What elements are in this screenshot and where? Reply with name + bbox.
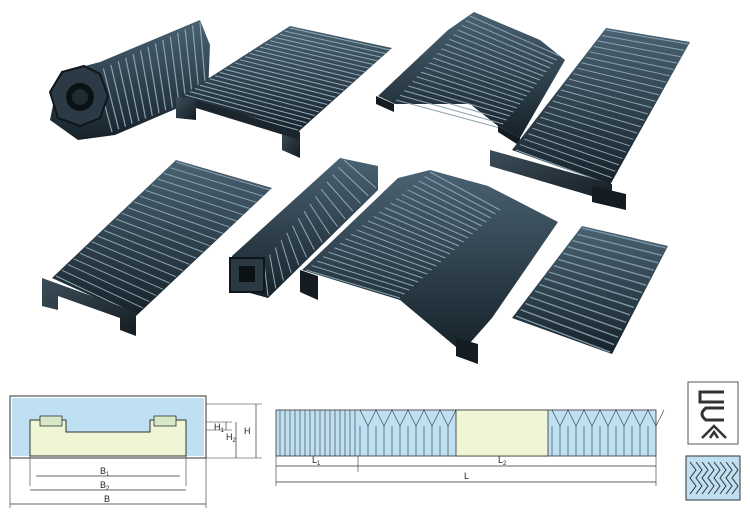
- long-flat-bellows-with-flanges-image: [490, 28, 690, 210]
- box-bellows-image: [229, 158, 378, 298]
- roof-shaped-bellows-image: [376, 12, 565, 146]
- fold-pattern-detail: [685, 455, 741, 501]
- svg-text:B: B: [104, 494, 110, 504]
- flat-bellows-with-mounting-plates-image: [176, 26, 392, 158]
- svg-text:L1: L1: [312, 455, 321, 467]
- profile-types-panel: [687, 381, 739, 445]
- octagonal-bellows-image: [48, 20, 210, 140]
- svg-text:H: H: [244, 426, 251, 436]
- flat-bellows-with-stiffener-strips-image: [512, 226, 668, 354]
- dimension-b: B: [104, 494, 110, 504]
- v-profile-icon: [701, 424, 727, 439]
- dimension-l1: L1: [312, 455, 321, 467]
- svg-text:L2: L2: [498, 455, 507, 467]
- svg-text:B2: B2: [100, 480, 110, 492]
- dimension-b1: B1: [100, 466, 110, 478]
- svg-text:L: L: [464, 471, 469, 481]
- wide-roof-shaped-bellows-image: [300, 170, 558, 364]
- c-profile-icon: [698, 390, 724, 404]
- dimension-h2: H2: [226, 432, 237, 444]
- dimension-l2: L2: [498, 455, 507, 467]
- svg-text:B1: B1: [100, 466, 110, 478]
- dimension-b2: B2: [100, 480, 110, 492]
- dimension-h1: H1: [214, 422, 225, 434]
- dimension-h: H: [244, 426, 251, 436]
- svg-text:H2: H2: [226, 432, 237, 444]
- flat-bellows-with-end-plate-image: [42, 160, 272, 336]
- fold-pattern-icon: [689, 461, 739, 495]
- rounded-c-profile-icon: [700, 406, 724, 422]
- svg-text:H1: H1: [214, 422, 225, 434]
- dimension-l: L: [464, 471, 469, 481]
- length-view-drawing: [275, 409, 665, 486]
- cross-section-drawing: [9, 395, 262, 508]
